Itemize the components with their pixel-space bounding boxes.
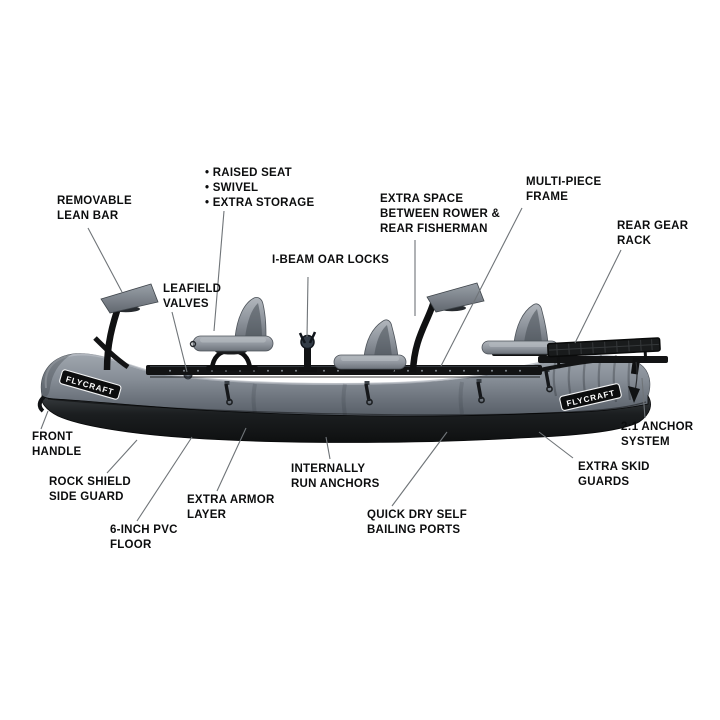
leader-line-i-beam-oar-locks [306, 276, 309, 338]
rower-seat [333, 319, 407, 372]
bow-shading [41, 354, 72, 397]
callout-line: • EXTRA STORAGE [205, 197, 315, 209]
leader-line-extra-skid-guards [538, 431, 574, 459]
callout-line: SYSTEM [621, 436, 670, 448]
rear-gear-rack-part [547, 337, 661, 369]
leader-line-multi-piece-frame [440, 207, 523, 367]
leader-line-extra-armor [216, 427, 247, 492]
rear-lean-bar [409, 282, 485, 373]
callout-line: INTERNALLY [291, 463, 366, 475]
callout-anchor-system: 2:1 ANCHOR SYSTEM [621, 420, 693, 450]
callout-line: • SWIVEL [205, 182, 259, 194]
callout-line: LAYER [187, 509, 227, 521]
callout-quick-dry-self-bailing-ports: QUICK DRY SELF BAILING PORTS [367, 508, 467, 538]
callout-line: EXTRA SKID [578, 461, 650, 473]
callout-line: FRONT [32, 431, 73, 443]
callout-line: FLOOR [110, 539, 152, 551]
callout-line: LEAFIELD [163, 283, 222, 295]
callout-extra-armor-layer: EXTRA ARMOR LAYER [187, 493, 275, 523]
leader-line-internally-run-anchors [325, 436, 331, 460]
callout-line: EXTRA SPACE [380, 193, 464, 205]
callout-extra-space: EXTRA SPACE BETWEEN ROWER & REAR FISHERM… [380, 192, 500, 237]
front-lean-bar [100, 283, 159, 371]
callout-line: REAR FISHERMAN [380, 223, 488, 235]
callout-removable-lean-bar: REMOVABLE LEAN BAR [57, 194, 132, 224]
callout-internally-run-anchors: INTERNALLY RUN ANCHORS [291, 462, 380, 492]
callout-line: RACK [617, 235, 652, 247]
leader-line-anchor-system [641, 377, 646, 419]
leader-line-pvc-floor [136, 436, 193, 522]
callout-line: EXTRA ARMOR [187, 494, 275, 506]
leader-lines [40, 207, 646, 522]
leader-line-quick-dry [391, 431, 448, 507]
callout-line: QUICK DRY SELF [367, 509, 467, 521]
callout-front-handle: FRONT HANDLE [32, 430, 81, 460]
leader-line-seat-features [213, 210, 225, 332]
callout-line: BAILING PORTS [367, 524, 461, 536]
callout-seat-features: • RAISED SEAT • SWIVEL • EXTRA STORAGE [205, 166, 314, 211]
callout-line: FRAME [526, 191, 569, 203]
callout-rear-gear-rack: REAR GEAR RACK [617, 219, 688, 249]
callout-line: LEAN BAR [57, 210, 119, 222]
callout-line: VALVES [163, 298, 209, 310]
callout-multi-piece-frame: MULTI-PIECE FRAME [526, 175, 601, 205]
leader-line-rock-shield [106, 439, 138, 474]
callout-line: ROCK SHIELD [49, 476, 131, 488]
callout-line: • RAISED SEAT [205, 167, 292, 179]
callout-leafield-valves: LEAFIELD VALVES [163, 282, 221, 312]
callout-extra-skid-guards: EXTRA SKID GUARDS [578, 460, 650, 490]
callout-rock-shield-side-guard: ROCK SHIELD SIDE GUARD [49, 475, 131, 505]
leader-line-leafield-valves [171, 311, 188, 373]
tube-straps [224, 368, 553, 406]
anchor-system-part [628, 357, 641, 403]
callout-line: HANDLE [32, 446, 82, 458]
callout-line: REMOVABLE [57, 195, 132, 207]
callout-line: SIDE GUARD [49, 491, 124, 503]
callout-line: MULTI-PIECE [526, 176, 602, 188]
leader-line-removable-lean-bar [87, 227, 123, 293]
callout-line: GUARDS [578, 476, 630, 488]
front-swivel-seat [189, 296, 274, 371]
callout-six-inch-pvc-floor: 6-INCH PVC FLOOR [110, 523, 178, 553]
callout-line: BETWEEN ROWER & [380, 208, 501, 220]
rear-seat [481, 303, 559, 356]
hull-armor-layer [41, 394, 651, 443]
front-handle-part [37, 395, 46, 413]
callout-line: RUN ANCHORS [291, 478, 380, 490]
callout-line: 6-INCH PVC [110, 524, 178, 536]
callout-line: 2:1 ANCHOR [621, 421, 694, 433]
leader-line-rear-gear-rack [574, 249, 622, 344]
callout-line: I-BEAM OAR LOCKS [272, 254, 390, 266]
callout-i-beam-oar-locks: I-BEAM OAR LOCKS [272, 253, 389, 268]
leader-line-front-handle [40, 410, 49, 430]
callout-line: REAR GEAR [617, 220, 689, 232]
